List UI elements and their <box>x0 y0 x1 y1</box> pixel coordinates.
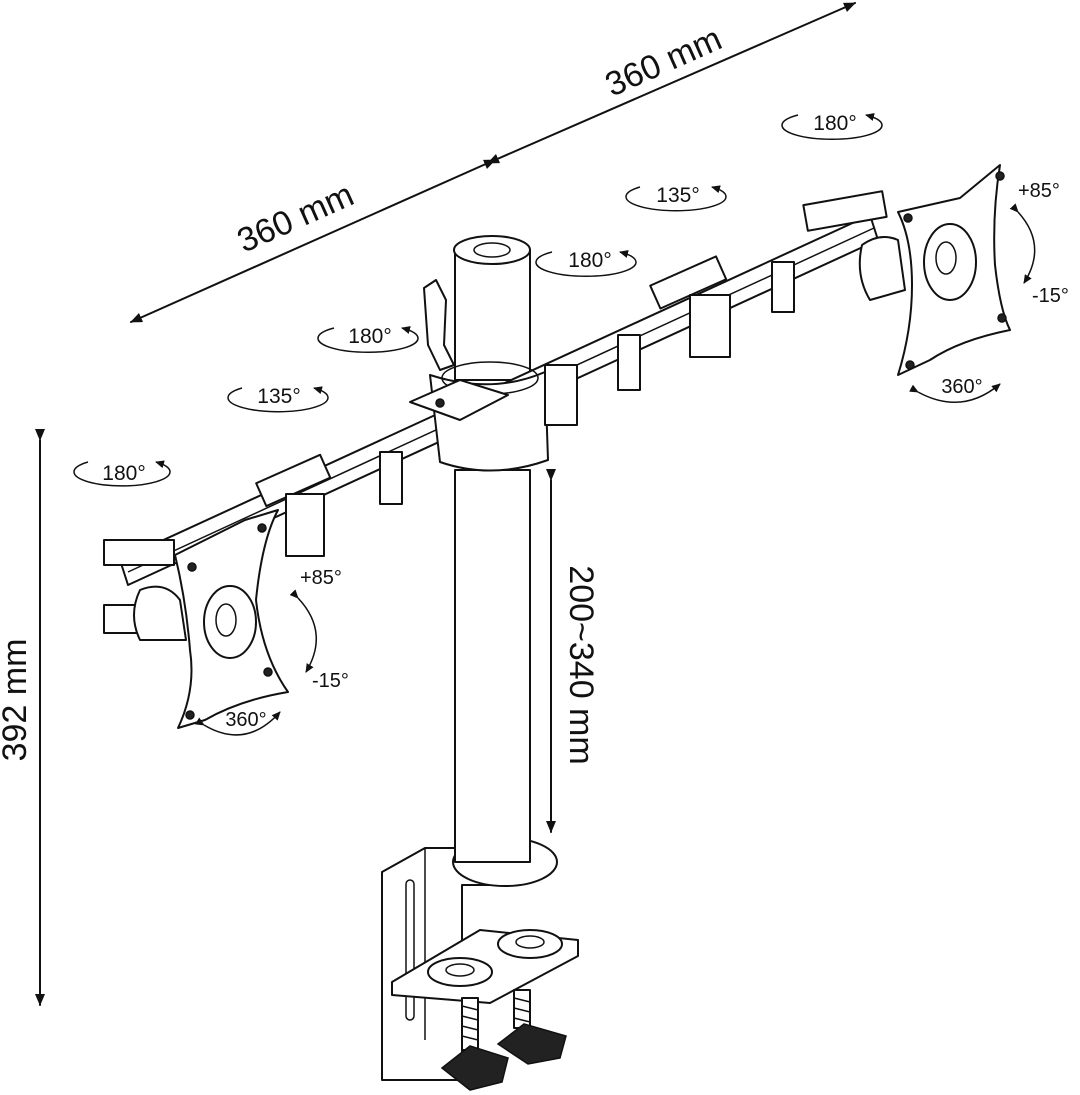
swivel-right: 360° <box>909 376 1001 403</box>
tilt-joint-right <box>858 235 906 301</box>
joint-clamp-hub-right <box>544 364 578 426</box>
vesa-hub-right <box>923 223 977 301</box>
rotation-label-left-mid: 135° <box>257 385 300 408</box>
vesa-plate-right <box>858 164 1011 376</box>
rotation-arrow <box>781 113 883 140</box>
desk-clamp <box>381 837 579 1091</box>
tilt-down-label-left: -15° <box>312 670 349 692</box>
clamp-pad-2 <box>497 929 563 959</box>
clamp-knob-2 <box>496 1023 567 1065</box>
rotation-arrow <box>227 386 329 413</box>
hub-bracket <box>409 379 509 421</box>
rotation-right-end: 180° <box>781 112 883 140</box>
tilt-arrow-right <box>1009 203 1036 284</box>
swivel-label-right: 360° <box>941 376 982 398</box>
swivel-arrow-right <box>909 383 1001 403</box>
clamp-pad-1 <box>427 957 493 987</box>
dimension-pole-adjust: 200~340 mm <box>546 469 600 833</box>
dimension-line-arm-left <box>130 153 501 323</box>
swivel-left: 360° <box>195 709 281 736</box>
dimension-label-arm-left: 360 mm <box>232 176 360 261</box>
tilt-right: +85° -15° <box>1009 180 1069 307</box>
rotation-left-mid: 135° <box>227 385 329 413</box>
tilt-arrow-left <box>289 589 317 673</box>
rotation-label-right-end: 180° <box>813 112 856 135</box>
dimension-label-total-height: 392 mm <box>0 639 34 762</box>
pole-upper <box>454 249 531 381</box>
dimension-label-arm-right: 360 mm <box>600 20 728 105</box>
joint-block-left-mid <box>255 453 332 508</box>
dimension-line-arm-right <box>482 2 856 169</box>
rotation-arrow <box>317 326 419 353</box>
rotation-label-right-mid: 135° <box>656 184 699 207</box>
vertical-pole <box>423 235 531 863</box>
arm-assembly <box>103 190 888 634</box>
rotation-left-inner: 180° <box>317 325 419 353</box>
joint-clamp-right-mid <box>689 294 731 358</box>
rotation-label-left-end: 180° <box>102 462 145 485</box>
dimension-label-pole-adjust: 200~340 mm <box>562 565 600 764</box>
rotation-left-end: 180° <box>73 460 171 487</box>
joint-clamp-right-near <box>617 334 641 391</box>
tilt-up-label-left: +85° <box>300 567 342 589</box>
joint-clamp-right-inner <box>771 261 795 313</box>
tilt-left: +85° -15° <box>289 567 349 692</box>
rotation-label-right-inner: 180° <box>568 249 611 272</box>
cable-clip <box>423 279 455 371</box>
rotation-arrow <box>625 185 727 212</box>
clamp-knob-1 <box>440 1045 509 1091</box>
swivel-arrow-left <box>195 711 281 736</box>
clamp-screw-1 <box>461 997 479 1051</box>
rotation-label-left-inner: 180° <box>348 325 391 348</box>
rotation-arrow <box>535 250 637 277</box>
rotation-arrow <box>73 460 171 487</box>
clamp-slot <box>405 879 415 1021</box>
pole-lower <box>454 469 531 863</box>
vesa-hub-left <box>203 585 257 659</box>
joint-block-left-end <box>103 539 175 566</box>
tilt-joint-left <box>133 585 187 641</box>
tilt-up-label-right: +85° <box>1018 180 1060 202</box>
tilt-down-label-right: -15° <box>1032 285 1069 307</box>
pole-top-cap <box>453 235 531 265</box>
vesa-plate-left <box>133 509 289 729</box>
dimension-total-height: 392 mm <box>0 429 45 1006</box>
rotation-right-mid: 135° <box>625 184 727 212</box>
joint-block-right-mid <box>649 255 728 310</box>
joint-clamp-left-inner <box>379 451 403 505</box>
joint-clamp-left-mid <box>285 493 325 557</box>
joint-block-right-end <box>802 190 888 232</box>
rotation-right-inner: 180° <box>535 249 637 277</box>
swivel-label-left: 360° <box>225 709 266 731</box>
